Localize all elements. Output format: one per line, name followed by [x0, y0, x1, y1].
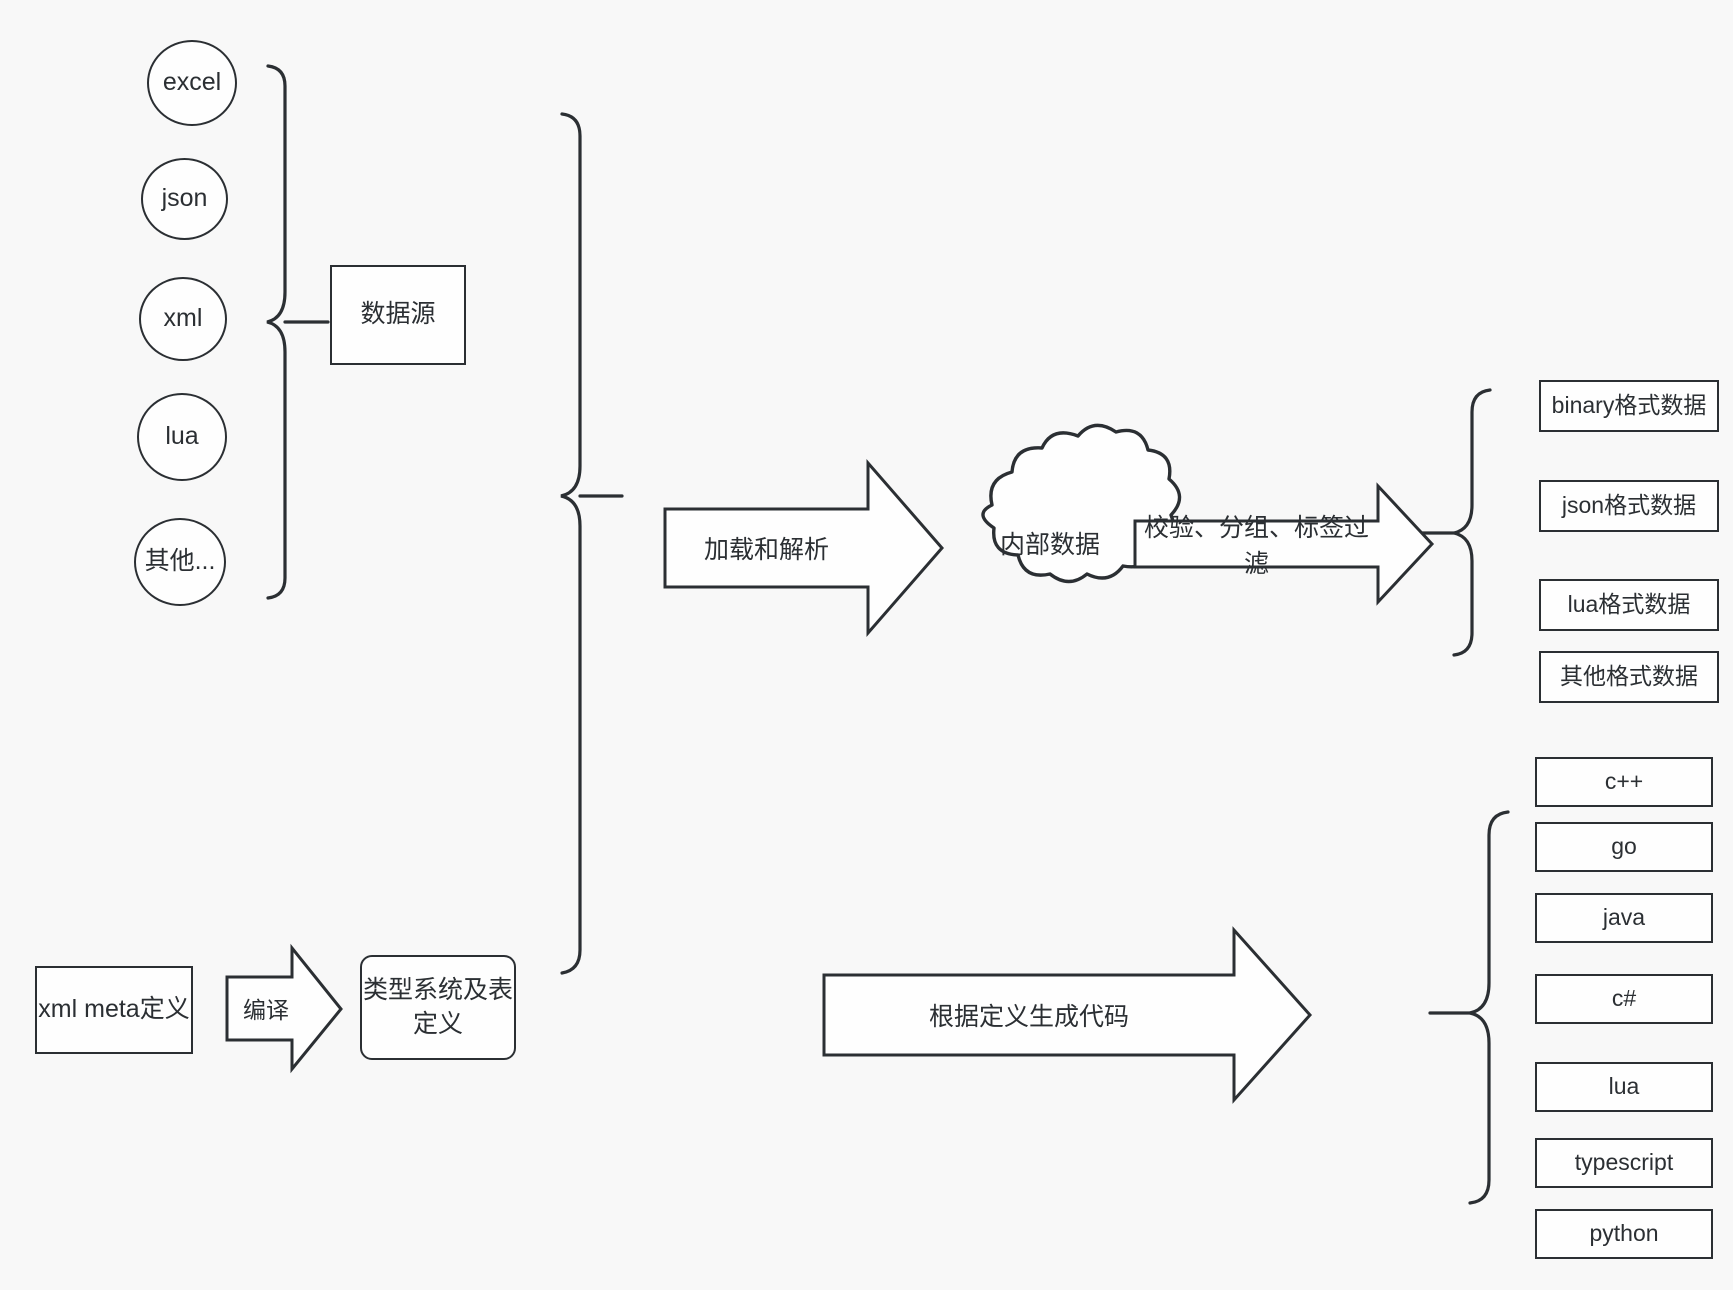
source-node-other[interactable]: 其他... — [134, 518, 226, 606]
arrow-load-parse-label-wrap: 加载和解析 — [665, 526, 868, 570]
arrow-load-parse — [663, 458, 944, 638]
type-system-box[interactable]: 类型系统及表定义 — [360, 955, 516, 1060]
output-language-java[interactable]: java — [1535, 893, 1713, 943]
arrow-compile-label: 编译 — [243, 997, 289, 1023]
brace-output-formats — [1418, 388, 1492, 657]
output-language-label: java — [1602, 904, 1646, 931]
source-node-label: excel — [162, 68, 222, 97]
output-format-lua[interactable]: lua格式数据 — [1539, 579, 1719, 631]
arrow-generate-code-label-wrap: 根据定义生成代码 — [824, 993, 1234, 1037]
arrow-generate-code — [822, 926, 1313, 1104]
output-format-label: binary格式数据 — [1551, 392, 1707, 419]
output-language-label: go — [1611, 833, 1637, 860]
arrow-generate-code-label: 根据定义生成代码 — [928, 1003, 1129, 1031]
source-node-label: xml — [163, 304, 203, 333]
brace-pipeline-inputs — [560, 112, 624, 975]
arrow-load-parse-label: 加载和解析 — [703, 536, 829, 564]
data-source-label: 数据源 — [360, 300, 436, 329]
source-node-lua[interactable]: lua — [137, 393, 227, 481]
output-language-label: c++ — [1604, 768, 1644, 795]
arrow-validate-label-wrap: 校验、分组、标签过滤 — [1135, 514, 1378, 578]
xml-meta-definition-label: xml meta定义 — [38, 995, 190, 1024]
output-format-label: lua格式数据 — [1567, 591, 1691, 618]
output-language-csharp[interactable]: c# — [1535, 974, 1713, 1024]
source-node-excel[interactable]: excel — [147, 40, 237, 126]
output-language-label: lua — [1608, 1073, 1640, 1100]
output-language-go[interactable]: go — [1535, 822, 1713, 872]
output-language-cpp[interactable]: c++ — [1535, 757, 1713, 807]
output-language-label: python — [1589, 1220, 1659, 1247]
output-language-label: typescript — [1574, 1149, 1674, 1176]
output-language-label: c# — [1611, 985, 1637, 1012]
output-format-other[interactable]: 其他格式数据 — [1539, 651, 1719, 703]
cloud-internal-data-label-wrap: 内部数据 — [985, 521, 1115, 565]
output-format-label: json格式数据 — [1561, 492, 1697, 519]
arrow-compile — [225, 943, 343, 1074]
source-node-label: json — [161, 184, 208, 213]
source-node-xml[interactable]: xml — [139, 277, 227, 361]
xml-meta-definition-box[interactable]: xml meta定义 — [35, 966, 193, 1054]
source-node-label: lua — [165, 422, 199, 451]
output-format-json[interactable]: json格式数据 — [1539, 480, 1719, 532]
brace-output-languages — [1428, 810, 1510, 1205]
arrow-compile-label-wrap: 编译 — [227, 986, 305, 1030]
data-source-box[interactable]: 数据源 — [330, 265, 466, 365]
arrow-validate-label: 校验、分组、标签过滤 — [1143, 514, 1369, 578]
output-language-typescript[interactable]: typescript — [1535, 1138, 1713, 1188]
type-system-label: 类型系统及表定义 — [362, 975, 513, 1038]
brace-sources — [266, 64, 330, 600]
arrow-validate-group-filter — [1133, 482, 1435, 606]
source-node-label: 其他... — [144, 547, 216, 576]
output-format-binary[interactable]: binary格式数据 — [1539, 380, 1719, 432]
source-node-json[interactable]: json — [141, 158, 228, 240]
output-language-python[interactable]: python — [1535, 1209, 1713, 1259]
cloud-internal-data — [981, 423, 1182, 584]
output-format-label: 其他格式数据 — [1560, 663, 1698, 690]
cloud-internal-data-label: 内部数据 — [999, 531, 1100, 559]
output-language-lua[interactable]: lua — [1535, 1062, 1713, 1112]
